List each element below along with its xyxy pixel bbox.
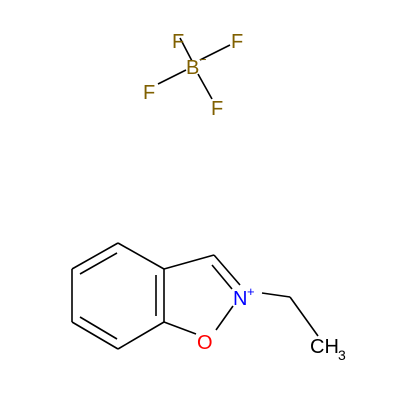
- bond-ch2-ch3: [289, 296, 319, 337]
- bond-c6-c7: [163, 254, 215, 270]
- atom-nitrogen: N: [233, 288, 247, 310]
- bond-n-o: [215, 305, 234, 331]
- bond-b-f-left: [157, 69, 187, 85]
- bond-b-f-top: [179, 37, 193, 62]
- ring-bonds: [71, 242, 319, 350]
- atom-labels: F F F F B − N + O CH 3: [143, 31, 346, 363]
- atom-f-bottom: F: [211, 98, 223, 120]
- bond-b-f-right: [199, 44, 231, 61]
- bond-c1-c2: [71, 242, 119, 270]
- atom-f-right: F: [231, 31, 243, 53]
- boron-charge: −: [199, 52, 207, 67]
- atom-f-top: F: [172, 31, 184, 53]
- methyl-subscript: 3: [338, 347, 346, 363]
- nitrogen-charge: +: [247, 284, 255, 299]
- bond-c7-n: [213, 254, 241, 286]
- bond-b-f-bottom: [197, 73, 213, 100]
- bond-o-c5: [163, 321, 197, 335]
- bond-c3-c4: [71, 321, 119, 350]
- bond-c1-c2-inner: [79, 252, 118, 275]
- atom-oxygen: O: [197, 332, 213, 354]
- bond-c7-n-inner: [211, 264, 233, 290]
- bond-c6-c1: [117, 242, 165, 270]
- bond-c4-c5: [117, 321, 165, 350]
- bf4-bonds: [157, 37, 231, 100]
- bond-c3-c4-inner: [79, 316, 118, 340]
- atom-boron: B: [186, 57, 199, 79]
- atom-f-left: F: [143, 82, 155, 104]
- bond-n-ch2: [261, 292, 291, 298]
- atom-methyl-carbon: CH: [310, 336, 339, 358]
